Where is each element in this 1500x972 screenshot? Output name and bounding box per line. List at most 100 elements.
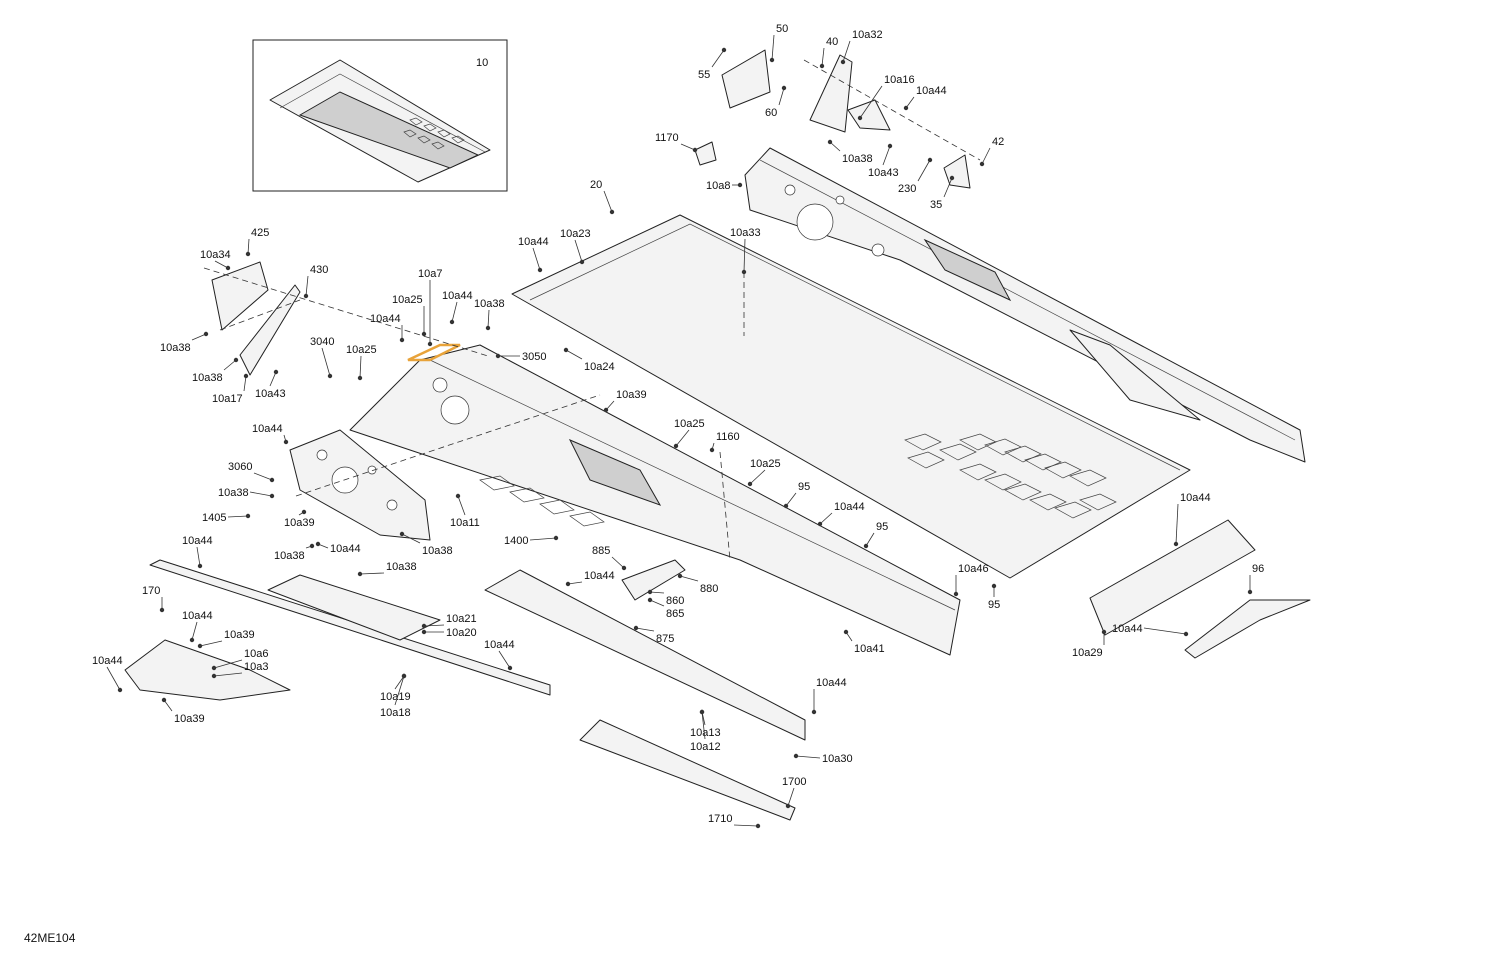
callout-10a44: 10a44	[182, 610, 213, 643]
fastener-marker	[211, 665, 217, 671]
callout-text: 1170	[655, 132, 679, 144]
fastener-marker	[269, 477, 275, 483]
callout-10a23: 10a23	[560, 228, 591, 265]
leader-line	[787, 787, 795, 807]
leader-line	[1175, 503, 1179, 545]
fastener-marker	[699, 709, 705, 715]
leader-line	[532, 247, 541, 271]
callout-text: 3060	[228, 461, 252, 473]
callout-10a25: 10a25	[392, 294, 427, 337]
fastener-marker	[357, 571, 363, 577]
callout-20: 20	[590, 179, 615, 215]
fastener-marker	[857, 115, 863, 121]
callout-text: 10a34	[200, 249, 231, 261]
left-side-rail	[349, 344, 961, 656]
callout-10a38: 10a38	[827, 139, 873, 165]
callout-text: 10a25	[750, 458, 781, 470]
callout-text: 10a44	[916, 85, 947, 97]
fastener-marker	[421, 629, 427, 635]
callout-10a44: 10a44	[1173, 492, 1211, 547]
leader-line	[359, 572, 385, 575]
fastener-marker	[781, 85, 787, 91]
callout-text: 10a41	[854, 643, 885, 655]
leader-line	[675, 429, 690, 447]
callout-1170: 1170	[655, 132, 698, 153]
leader-line	[821, 47, 825, 67]
callout-10a11: 10a11	[450, 493, 480, 529]
callout-10a25: 10a25	[346, 344, 377, 381]
callout-10a44: 10a44	[903, 85, 947, 111]
leader-line	[733, 824, 759, 827]
callout-1400: 1400	[504, 535, 559, 547]
callout-1405: 1405	[202, 512, 251, 524]
callout-text: 860	[666, 595, 684, 607]
callout-10a21: 10a21	[421, 613, 477, 629]
callout-text: 10a44	[518, 236, 549, 248]
callout-text: 42	[992, 136, 1004, 148]
leader-line	[498, 650, 511, 669]
callout-text: 10a44	[1180, 492, 1211, 504]
callout-text: 10a25	[674, 418, 705, 430]
callout-text: 880	[700, 583, 718, 595]
callout-10a44: 10a44	[518, 236, 549, 273]
callout-95: 95	[783, 481, 810, 509]
fastener-marker	[1183, 631, 1189, 637]
callout-10a39: 10a39	[284, 509, 315, 529]
callout-10a39: 10a39	[603, 389, 647, 413]
tunnel-plate	[511, 214, 1191, 579]
leader-line	[223, 359, 237, 371]
leader-line	[611, 556, 625, 569]
fastener-marker	[537, 267, 543, 273]
callout-text: 10a43	[255, 388, 286, 400]
callout-text: 35	[930, 199, 942, 211]
fastener-marker	[840, 59, 846, 65]
callout-text: 10a44	[442, 290, 473, 302]
callout-text: 10a39	[174, 713, 205, 725]
fastener-marker	[673, 443, 679, 449]
callout-text: 10a38	[218, 487, 249, 499]
callout-10a44: 10a44	[484, 639, 515, 671]
fastener-marker	[421, 331, 427, 337]
callout-60: 60	[765, 85, 787, 119]
fastener-marker	[211, 673, 217, 679]
leader-line	[795, 755, 821, 759]
callout-230: 230	[898, 157, 933, 195]
callout-96: 96	[1247, 563, 1264, 595]
callout-text: 3040	[310, 336, 334, 348]
callout-text: 10a44	[252, 423, 283, 435]
leader-line	[649, 599, 665, 607]
callout-10a44: 10a44	[252, 423, 289, 445]
fastener-marker	[233, 357, 239, 363]
leader-line	[394, 675, 405, 706]
callout-text: 95	[988, 599, 1000, 611]
fastener-marker	[1247, 589, 1253, 595]
leader-line	[243, 375, 247, 392]
callout-10a44: 10a44	[442, 290, 473, 325]
leader-line	[905, 96, 915, 109]
callout-text: 430	[310, 264, 328, 276]
leader-line	[247, 238, 250, 255]
callout-10a44: 10a44	[92, 655, 123, 693]
leader-line	[749, 469, 766, 485]
callout-10a44: 10a44	[370, 313, 405, 343]
fastener-marker	[159, 607, 165, 613]
callout-text: 10a17	[212, 393, 243, 405]
leader-line	[981, 147, 991, 165]
callout-text: 10a11	[450, 517, 480, 529]
fastener-marker	[737, 182, 743, 188]
callout-50: 50	[769, 23, 788, 63]
leader-line	[565, 349, 583, 360]
callout-text: 1400	[504, 535, 528, 547]
fastener-marker	[647, 589, 653, 595]
leader-line	[191, 621, 198, 641]
callout-text: 10a33	[730, 227, 761, 239]
callout-text: 10a7	[418, 268, 442, 280]
fastener-marker	[315, 541, 321, 547]
fastener-marker	[161, 697, 167, 703]
fastener-marker	[399, 531, 405, 537]
callout-text: 10a13	[690, 727, 721, 739]
callout-text: 170	[142, 585, 160, 597]
callout-text: 10a44	[484, 639, 515, 651]
callout-text: 10a39	[284, 517, 315, 529]
leader-line	[199, 640, 223, 647]
